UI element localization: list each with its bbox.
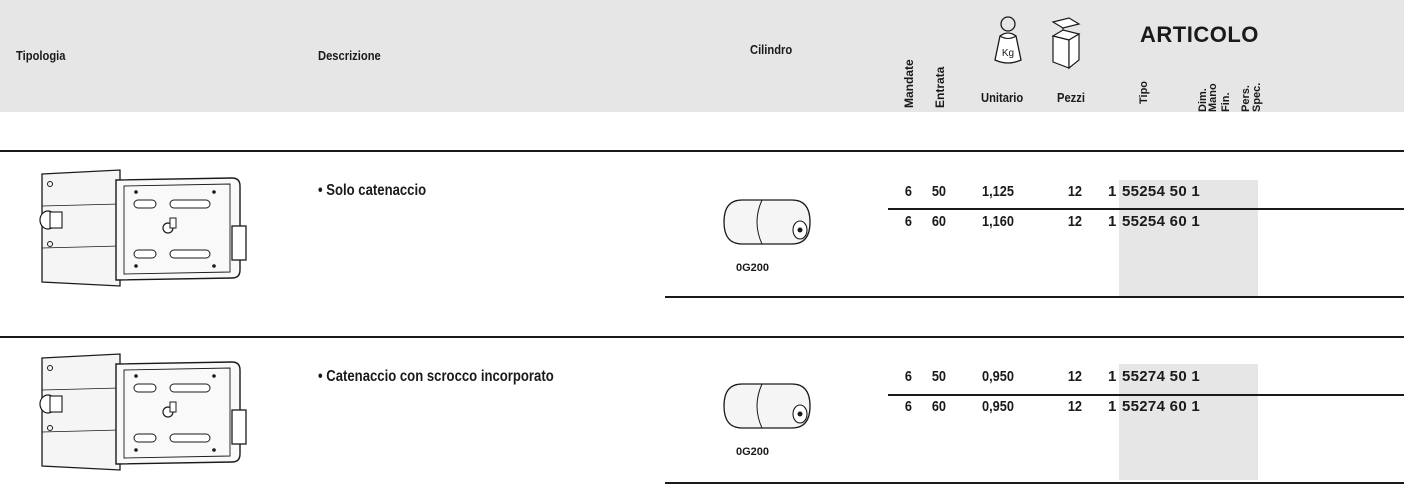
box-icon [1051,17,1081,70]
article-prefix: 1 [1108,183,1117,200]
weight-kg-icon: Kg [994,16,1022,64]
article-prefix: 1 [1108,368,1117,385]
row-divider [888,208,1404,210]
mandate-value: 6 [904,213,912,230]
product-end-line [665,296,1404,298]
article-code-column [1119,364,1258,480]
unitario-value: 1,125 [982,183,1014,200]
header-fin: Fin. [1220,92,1232,112]
entrata-value: 50 [931,368,946,385]
mandate-value: 6 [904,398,912,415]
article-code: 55254 60 1 [1122,213,1201,230]
rim-lock-illustration [39,353,247,471]
header-spec: Spec. [1251,82,1263,112]
header-cilindro: Cilindro [750,42,793,57]
cylinder-illustration [723,383,811,429]
article-prefix: 1 [1108,213,1117,230]
header-mano: Mano [1207,83,1219,112]
section-divider [0,336,1404,338]
pezzi-value: 12 [1067,183,1082,200]
table-header [0,0,1404,112]
row-divider [888,394,1404,396]
header-tipologia: Tipologia [16,48,66,63]
pezzi-value: 12 [1067,398,1082,415]
pezzi-value: 12 [1067,213,1082,230]
section-divider [0,150,1404,152]
header-descrizione: Descrizione [318,48,381,63]
pezzi-value: 12 [1067,368,1082,385]
entrata-value: 60 [931,213,946,230]
product-end-line [665,482,1404,484]
entrata-value: 50 [931,183,946,200]
header-pezzi: Pezzi [1057,90,1085,105]
cylinder-code: 0G200 [736,262,770,274]
header-tipo: Tipo [1138,80,1150,104]
unitario-value: 0,950 [982,368,1014,385]
cylinder-code: 0G200 [736,446,770,458]
article-code: 55274 60 1 [1122,398,1201,415]
article-code-column [1119,180,1258,296]
article-prefix: 1 [1108,398,1117,415]
header-articolo: ARTICOLO [1140,22,1259,47]
cylinder-illustration [723,199,811,245]
mandate-value: 6 [904,183,912,200]
header-entrata: Entrata [933,66,947,108]
unitario-value: 1,160 [982,213,1014,230]
entrata-value: 60 [931,398,946,415]
product-description: • Solo catenaccio [318,182,427,199]
header-unitario: Unitario [981,90,1024,105]
header-mandate: Mandate [902,59,916,108]
product-description: • Catenaccio con scrocco incorporato [318,368,554,385]
article-code: 55274 50 1 [1122,368,1201,385]
rim-lock-illustration [39,169,247,287]
weight-icon-text: Kg [1002,48,1014,59]
article-code: 55254 50 1 [1122,183,1201,200]
mandate-value: 6 [904,368,912,385]
unitario-value: 0,950 [982,398,1014,415]
